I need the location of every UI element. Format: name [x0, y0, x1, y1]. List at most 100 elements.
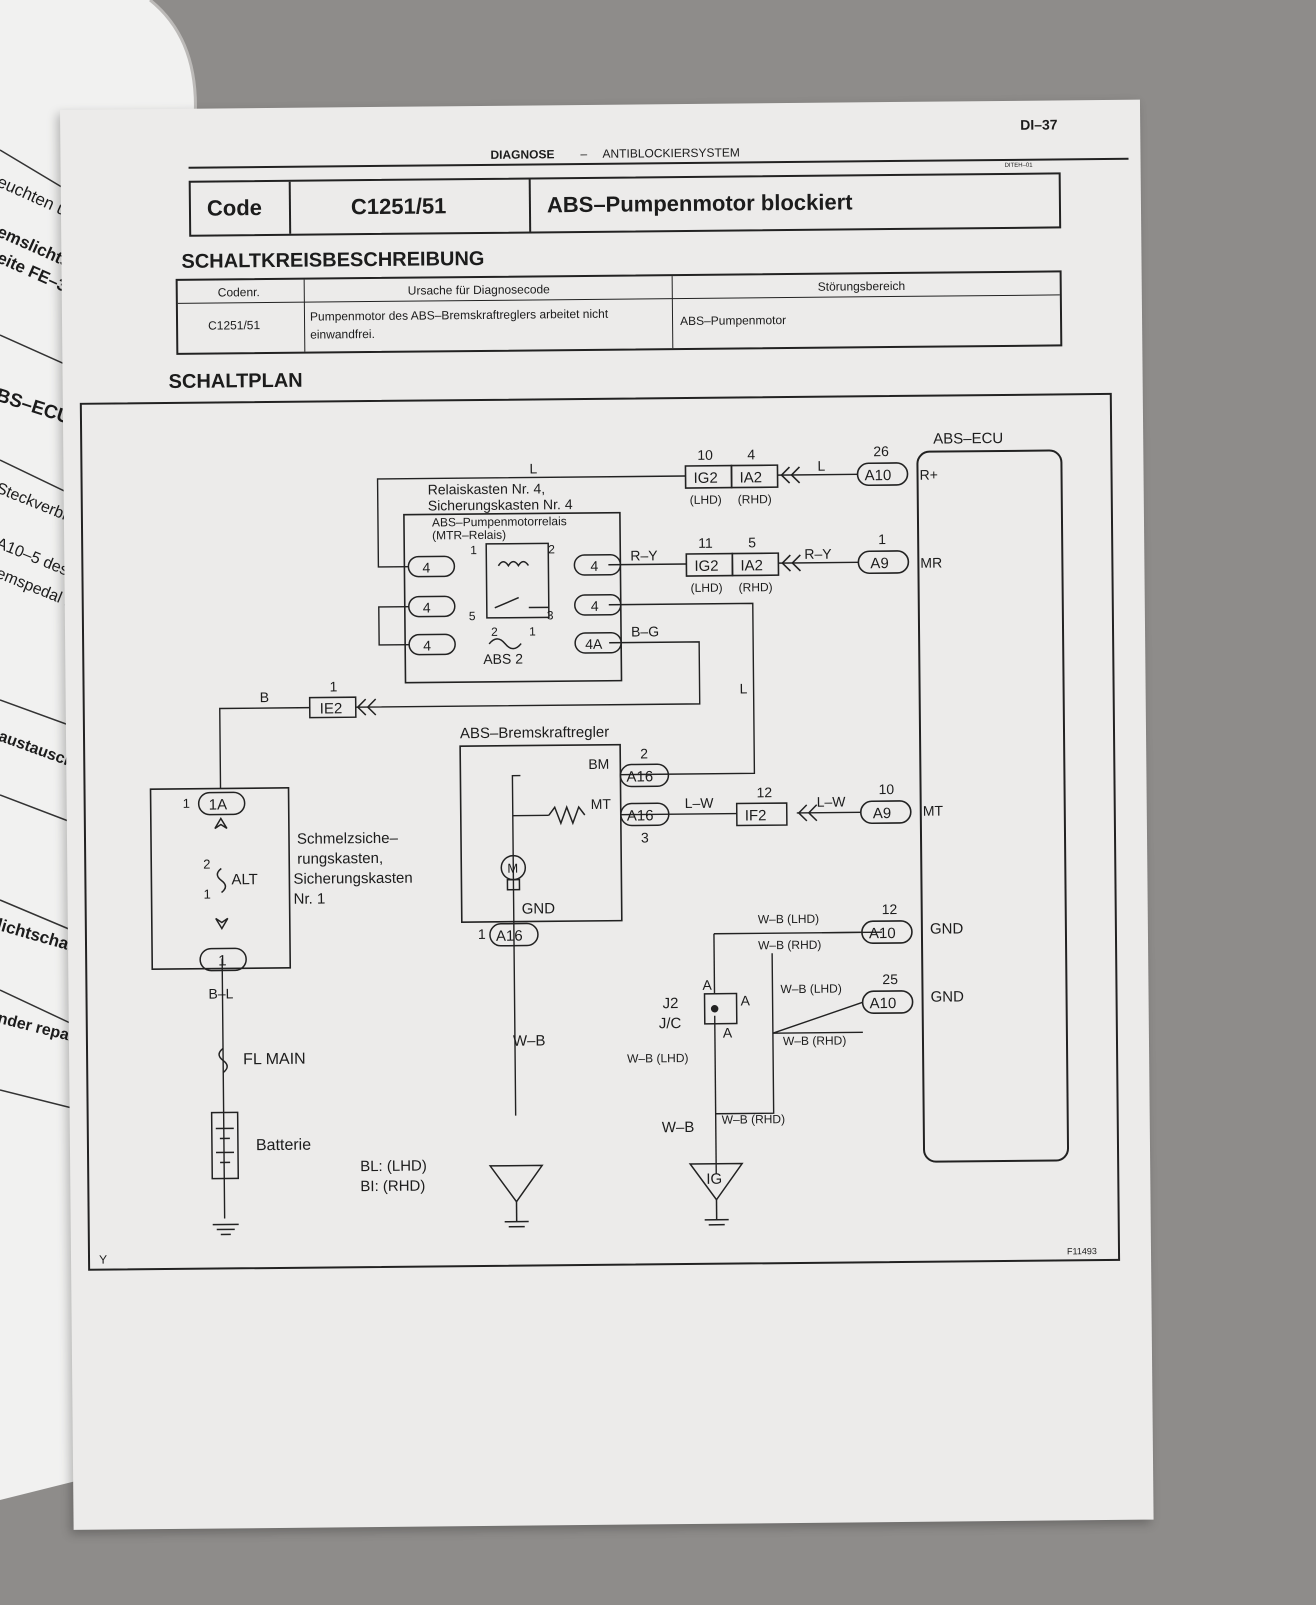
wire-label: W–B (RHD)	[722, 1112, 785, 1127]
table-header: Störungsbereich	[818, 279, 906, 294]
wire-label: R–Y	[804, 546, 832, 562]
fusible-link-label: Schmelzsiche–	[297, 830, 399, 848]
connector-label: IG2	[694, 558, 718, 575]
relay-connector-label: 4	[422, 559, 430, 575]
code-divider	[289, 182, 291, 234]
table-rule	[304, 280, 306, 352]
variant-label: (LHD)	[691, 581, 723, 595]
wire-label: L	[740, 680, 748, 696]
wire-label: W–B (RHD)	[783, 1033, 846, 1048]
table-rule	[178, 294, 1060, 303]
junction-pin: A	[702, 977, 712, 993]
connector-label: IE2	[320, 700, 343, 717]
relay-box-title: Sicherungskasten Nr. 4	[428, 496, 573, 513]
connector-label: A16	[496, 928, 523, 945]
table-cell: einwandfrei.	[310, 327, 375, 342]
actuator-terminal: BM	[588, 756, 609, 772]
table-cell: ABS–Pumpenmotor	[680, 313, 786, 328]
description-table: Codenr. Ursache für Diagnosecode Störung…	[176, 270, 1063, 355]
code-label: Code	[207, 182, 262, 235]
code-value: C1251/51	[351, 180, 447, 233]
wire-label: L–W	[817, 793, 847, 809]
section-heading: SCHALTPLAN	[169, 370, 303, 394]
connector-label: IA2	[740, 557, 763, 574]
pin-number: 10	[697, 447, 713, 463]
ground-label: BI: (RHD)	[360, 1178, 425, 1196]
variant-label: (LHD)	[690, 493, 722, 507]
pin-number: 1	[203, 887, 210, 902]
wire-label: R–Y	[630, 547, 658, 563]
figure-id: F11493	[1067, 1246, 1097, 1256]
pin-number: 1	[478, 926, 486, 942]
relay-pin: 5	[469, 609, 476, 623]
wire-label: B–L	[208, 985, 233, 1001]
table-cell: C1251/51	[208, 318, 260, 332]
connector-label: A16	[626, 768, 653, 785]
section-heading: SCHALTKREISBESCHREIBUNG	[181, 248, 484, 274]
battery-label: Batterie	[256, 1137, 311, 1155]
abs-ecu-label: ABS–ECU	[933, 430, 1003, 448]
wire-label: W–B	[662, 1119, 695, 1136]
junction-label: J2	[663, 995, 679, 1012]
fuse-label: ALT	[231, 871, 258, 888]
connector-label: IA2	[739, 469, 762, 486]
code-title: ABS–Pumpenmotor blockiert	[547, 176, 853, 231]
connector-label: A10	[870, 995, 897, 1012]
motor-icon: M	[507, 861, 518, 876]
header-section: DIAGNOSE	[490, 147, 554, 162]
fuse-label: ABS 2	[483, 651, 523, 667]
table-rule	[672, 276, 674, 348]
wire-label: B–G	[631, 623, 659, 639]
ecu-terminal: MT	[923, 803, 944, 819]
pin-number: 12	[882, 901, 898, 917]
relay-pin: 2	[491, 625, 498, 639]
wire-label: W–B	[513, 1032, 546, 1049]
pin-number: 26	[873, 443, 889, 459]
ecu-terminal: MR	[920, 555, 942, 571]
wire-label: L–W	[685, 795, 715, 811]
ground-label: IG	[706, 1171, 722, 1188]
code-divider	[529, 179, 531, 231]
pin-number: 11	[698, 535, 713, 551]
relay-connector-label: 4	[423, 637, 431, 653]
doc-id: DITEH–01	[1005, 163, 1033, 169]
wire-label: L	[817, 458, 825, 474]
wire-label: W–B (LHD)	[780, 982, 841, 997]
pin-number: 2	[640, 745, 648, 761]
fusible-link-label: Sicherungskasten	[293, 870, 412, 888]
pin-number: 1	[878, 531, 886, 547]
diagram-frame	[81, 394, 1119, 1270]
pin-number: 25	[882, 971, 898, 987]
connector-label: A16	[627, 807, 654, 824]
pin-number: 12	[757, 784, 773, 800]
junction-j2	[705, 994, 737, 1024]
wire-label: W–B (LHD)	[758, 912, 819, 927]
fusible-link-label: Nr. 1	[294, 890, 326, 907]
wire-label: L	[529, 460, 537, 476]
header-separator: –	[580, 147, 587, 161]
wiring-diagram: ABS–ECU R+ MR MT GND GND	[77, 390, 1125, 1280]
pin-number: 3	[641, 829, 649, 845]
ecu-terminal: R+	[919, 467, 937, 483]
table-cell: Pumpenmotor des ABS–Bremskraftreglers ar…	[310, 307, 608, 324]
actuator-terminal: GND	[522, 900, 556, 917]
wire-label: W–B (LHD)	[627, 1051, 688, 1066]
connector-label: A9	[870, 555, 889, 572]
connector-label: IF2	[745, 807, 767, 824]
connector-label: 1	[218, 952, 227, 969]
code-box: Code C1251/51 ABS–Pumpenmotor blockiert	[189, 172, 1061, 236]
relay-box-title: Relaiskasten Nr. 4,	[428, 480, 546, 497]
fusible-link-label: rungskasten,	[297, 850, 383, 868]
actuator-terminal: MT	[591, 796, 612, 812]
relay-pin: 2	[548, 542, 555, 556]
fl-main-label: FL MAIN	[243, 1051, 306, 1069]
relay-connector-label: 4A	[585, 636, 603, 652]
pin-number: 5	[748, 534, 756, 550]
connector-label: A10	[869, 925, 896, 942]
ecu-terminal: GND	[930, 988, 964, 1005]
junction-label: J/C	[659, 1015, 682, 1032]
ground-label: BL: (LHD)	[360, 1158, 427, 1176]
connector-label: A9	[873, 805, 892, 822]
connector-label: 1A	[209, 796, 228, 813]
connector-label: A10	[864, 467, 891, 484]
